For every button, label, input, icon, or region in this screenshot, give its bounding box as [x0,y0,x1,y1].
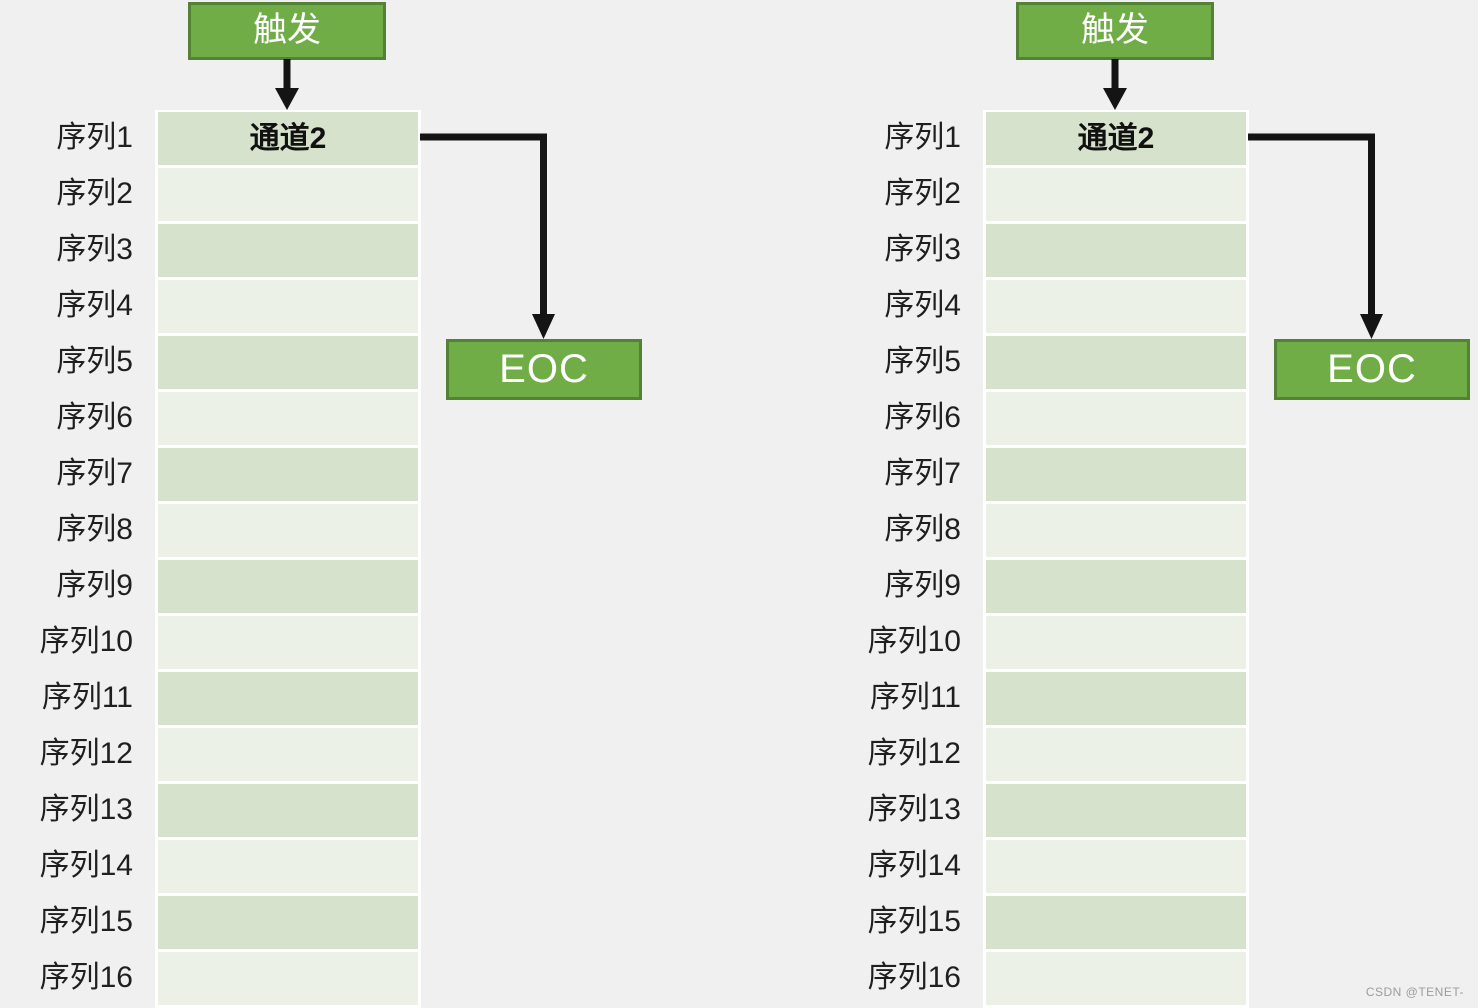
sequence-row-cell [158,168,418,221]
sequence-row-cell [986,784,1246,837]
sequence-row-cell [986,504,1246,557]
sequence-label: 序列2 [884,177,961,210]
sequence-label: 序列10 [867,625,961,658]
sequence-label: 序列5 [884,345,961,378]
sequence-label-column: 序列1 序列2 序列3 序列4 序列5 序列6 序列7 序列8 序列9 序列10 序列11 序列12 序… [836,110,961,1006]
sequence-row-cell [986,392,1246,445]
sequence-row-cell [986,952,1246,1005]
sequence-row-cell [986,448,1246,501]
sequence-row-cell [158,728,418,781]
sequence-row-cell [986,840,1246,893]
sequence-label: 序列7 [884,457,961,490]
sequence-label: 序列9 [56,569,133,602]
sequence-label-column: 序列1 序列2 序列3 序列4 序列5 序列6 序列7 序列8 序列9 序列10 序列11 序列12 序… [8,110,133,1006]
sequence-row-cell [158,840,418,893]
sequence-row-cell [158,448,418,501]
sequence-label: 序列2 [56,177,133,210]
sequence-row-cell [158,224,418,277]
sequence-row-cell: 通道2 [158,112,418,165]
trigger-box: 触发 [188,2,386,60]
sequence-row-cell [158,280,418,333]
sequence-label: 序列15 [867,905,961,938]
sequence-label: 序列6 [56,401,133,434]
sequence-label: 序列15 [39,905,133,938]
sequence-label: 序列16 [39,961,133,994]
sequence-label: 序列14 [867,849,961,882]
sequence-row-cell [986,728,1246,781]
sequence-label: 序列12 [867,737,961,770]
sequence-row-cell [986,560,1246,613]
elbow-arrow-to-eoc-icon [420,133,555,339]
sequence-label: 序列3 [56,233,133,266]
sequence-label: 序列6 [884,401,961,434]
sequence-label: 序列5 [56,345,133,378]
sequence-label: 序列12 [39,737,133,770]
sequence-row-cell [158,560,418,613]
sequence-label: 序列13 [867,793,961,826]
sequence-label: 序列8 [56,513,133,546]
sequence-row-cell [986,672,1246,725]
sequence-label: 序列4 [884,289,961,322]
eoc-box: EOC [1274,339,1470,400]
sequence-label: 序列4 [56,289,133,322]
eoc-box: EOC [446,339,642,400]
sequence-label: 序列3 [884,233,961,266]
sequence-label: 序列14 [39,849,133,882]
sequence-row-cell [158,896,418,949]
sequence-label: 序列7 [56,457,133,490]
sequence-row-cell [986,224,1246,277]
sequence-row-cell [158,504,418,557]
sequence-label: 序列8 [884,513,961,546]
arrow-down-icon [275,59,299,110]
sequence-label: 序列13 [39,793,133,826]
sequence-row-cell [986,336,1246,389]
sequence-row-cell [986,896,1246,949]
sequence-label: 序列11 [41,681,133,714]
sequence-label: 序列1 [56,121,133,154]
sequence-row-cell [158,952,418,1005]
sequence-table: 通道2 [155,110,421,1008]
sequence-row-cell [158,392,418,445]
sequence-row-cell [158,616,418,669]
sequence-row-cell [986,616,1246,669]
elbow-arrow-to-eoc-icon [1248,133,1383,339]
sequence-label: 序列10 [39,625,133,658]
sequence-row-cell [158,784,418,837]
sequence-label: 序列11 [869,681,961,714]
sequence-row-cell: 通道2 [986,112,1246,165]
sequence-row-cell [158,672,418,725]
trigger-box: 触发 [1016,2,1214,60]
sequence-row-cell [986,280,1246,333]
sequence-label: 序列9 [884,569,961,602]
sequence-label: 序列16 [867,961,961,994]
sequence-row-cell [986,168,1246,221]
sequence-label: 序列1 [884,121,961,154]
watermark: CSDN @TENET- [1365,985,1464,999]
sequence-row-cell [158,336,418,389]
arrow-down-icon [1103,59,1127,110]
sequence-table: 通道2 [983,110,1249,1008]
